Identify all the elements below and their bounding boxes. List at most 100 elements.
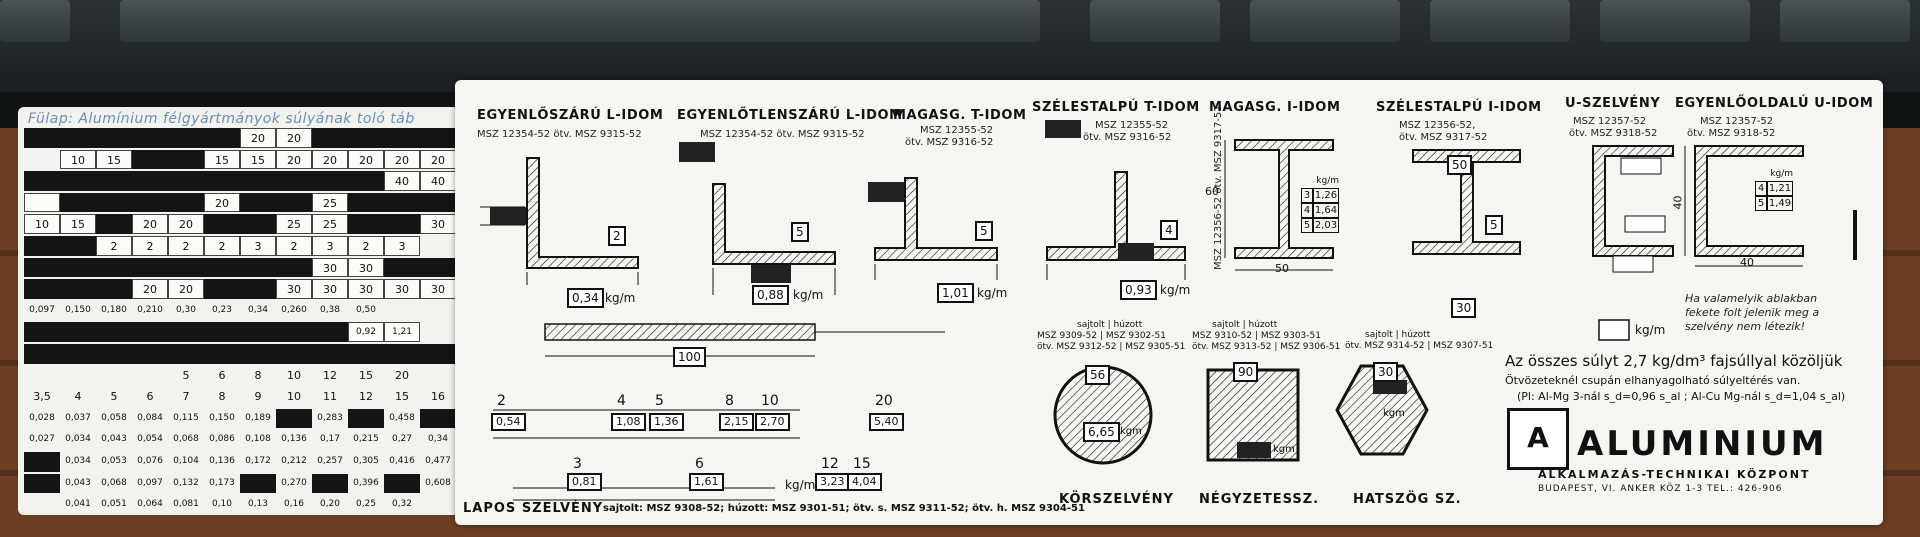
strip-cell (96, 322, 132, 342)
standard-u-b: ötv. MSZ 9318-52 (1569, 128, 1658, 139)
equal-l-drawing (480, 120, 1857, 501)
dim-window-wide-i: 5 (1485, 215, 1503, 235)
unit-flat: kg/m (785, 478, 816, 492)
strip-cell (60, 279, 96, 299)
strip-cell (24, 451, 60, 472)
strip-cell: 0,17 (319, 434, 341, 445)
flat-scale-width-label: 5 (655, 393, 664, 409)
flat-scale-weight-window: 1,08 (611, 413, 646, 431)
strip-cell (132, 343, 168, 364)
strip-cell: 15 (60, 214, 96, 234)
keyboard-key (1430, 0, 1570, 42)
strip-cell: 6 (218, 368, 226, 382)
strip-cell (384, 214, 420, 234)
strip-cell: 30 (348, 257, 384, 278)
flat-scale-weight-window: 1,61 (689, 473, 724, 491)
strip-cell (132, 192, 168, 213)
strip-cell: 0,076 (137, 455, 163, 466)
dim-window-wide-i-top: 50 (1447, 155, 1473, 175)
keyboard-key (1090, 0, 1220, 42)
unit-square: kgm (1273, 444, 1295, 455)
strip-cell (312, 343, 348, 364)
strip-cell (96, 192, 132, 213)
strip-cell (168, 192, 204, 213)
strip-cell (24, 495, 60, 515)
mini-table-value: 2,03 (1313, 218, 1339, 233)
standard-equal-u-b: ötv. MSZ 9318-52 (1687, 128, 1776, 139)
square-std-table: sajtolt | húzott MSZ 9310-52 | MSZ 9303-… (1192, 320, 1341, 352)
mini-table-value: 1,21 (1767, 181, 1793, 196)
strip-cell: 0,38 (319, 304, 341, 315)
header-tall-i: MAGASG. I-IDOM (1209, 100, 1341, 115)
strip-cell: 20 (168, 214, 204, 234)
dim-window-tall-t: 5 (975, 221, 993, 241)
strip-cell (24, 128, 60, 148)
strip-cell: 5 (110, 390, 118, 404)
strip-cell: 0,212 (281, 455, 307, 466)
strip-cell: 3 (384, 235, 420, 256)
strip-cell: 0,043 (101, 434, 127, 445)
strip-cell: 0,50 (355, 304, 377, 315)
unit-unequal-l: kg/m (793, 288, 824, 302)
strip-cell (24, 279, 60, 299)
strip-cell (204, 171, 240, 191)
slider-strip[interactable]: Fülap: Alumínium félgyártmányok súlyának… (18, 107, 463, 515)
strip-cell: 0,041 (65, 499, 91, 510)
strip-cell (96, 128, 132, 148)
strip-cell: 0,23 (211, 304, 233, 315)
strip-cell: 0,189 (245, 412, 271, 423)
strip-cell (24, 257, 60, 278)
strip-cell: 0,097 (29, 304, 55, 315)
strip-cell: 12 (323, 368, 337, 382)
strip-title: Fülap: Alumínium félgyártmányok súlyának… (28, 111, 415, 127)
strip-cell (168, 343, 204, 364)
strip-cell (348, 171, 384, 191)
flat-scale-weight-window: 0,54 (491, 413, 526, 431)
strip-cell: 6 (146, 390, 154, 404)
strip-cell: 0,150 (65, 304, 91, 315)
footer-flat-standard: sajtolt: MSZ 9308-52; húzott: MSZ 9301-5… (603, 503, 1085, 514)
round-std-row2: ötv. MSZ 9312-52 | MSZ 9305-51 (1037, 342, 1186, 352)
strip-cell (132, 171, 168, 191)
strip-cell (240, 192, 276, 213)
dim-i-height: 60 (1205, 185, 1219, 198)
strip-cell (276, 322, 312, 342)
strip-cell: 0,210 (137, 304, 163, 315)
strip-cell: 0,150 (209, 412, 235, 423)
strip-cell: 0,086 (209, 434, 235, 445)
flat-scale-weight-window: 2,15 (719, 413, 754, 431)
strip-cell (132, 257, 168, 278)
strip-cell (24, 366, 60, 386)
strip-cell (240, 473, 276, 494)
strip-cell (384, 301, 420, 321)
strip-cell: 2 (132, 235, 168, 256)
strip-cell: 10 (287, 390, 301, 404)
round-std-table: sajtolt | húzott MSZ 9309-52 | MSZ 9302-… (1037, 320, 1186, 352)
strip-cell: 5 (182, 368, 190, 382)
strip-cell: 20 (312, 149, 348, 170)
strip-cell: 0,25 (355, 499, 377, 510)
strip-cell: 0,136 (209, 455, 235, 466)
strip-cell: 30 (420, 279, 456, 299)
strip-cell: 2 (96, 235, 132, 256)
strip-cell: 10 (60, 149, 96, 170)
round-std-row1: MSZ 9309-52 | MSZ 9302-51 (1037, 331, 1166, 341)
strip-cell: 0,028 (29, 412, 55, 423)
strip-cell: 11 (323, 390, 337, 404)
strip-cell (240, 279, 276, 299)
strip-cell (240, 343, 276, 364)
keyboard-key (1780, 0, 1910, 42)
strip-cell (96, 214, 132, 234)
strip-cell (204, 279, 240, 299)
strip-cell (276, 343, 312, 364)
strip-cell (24, 343, 60, 364)
strip-cell (348, 343, 384, 364)
